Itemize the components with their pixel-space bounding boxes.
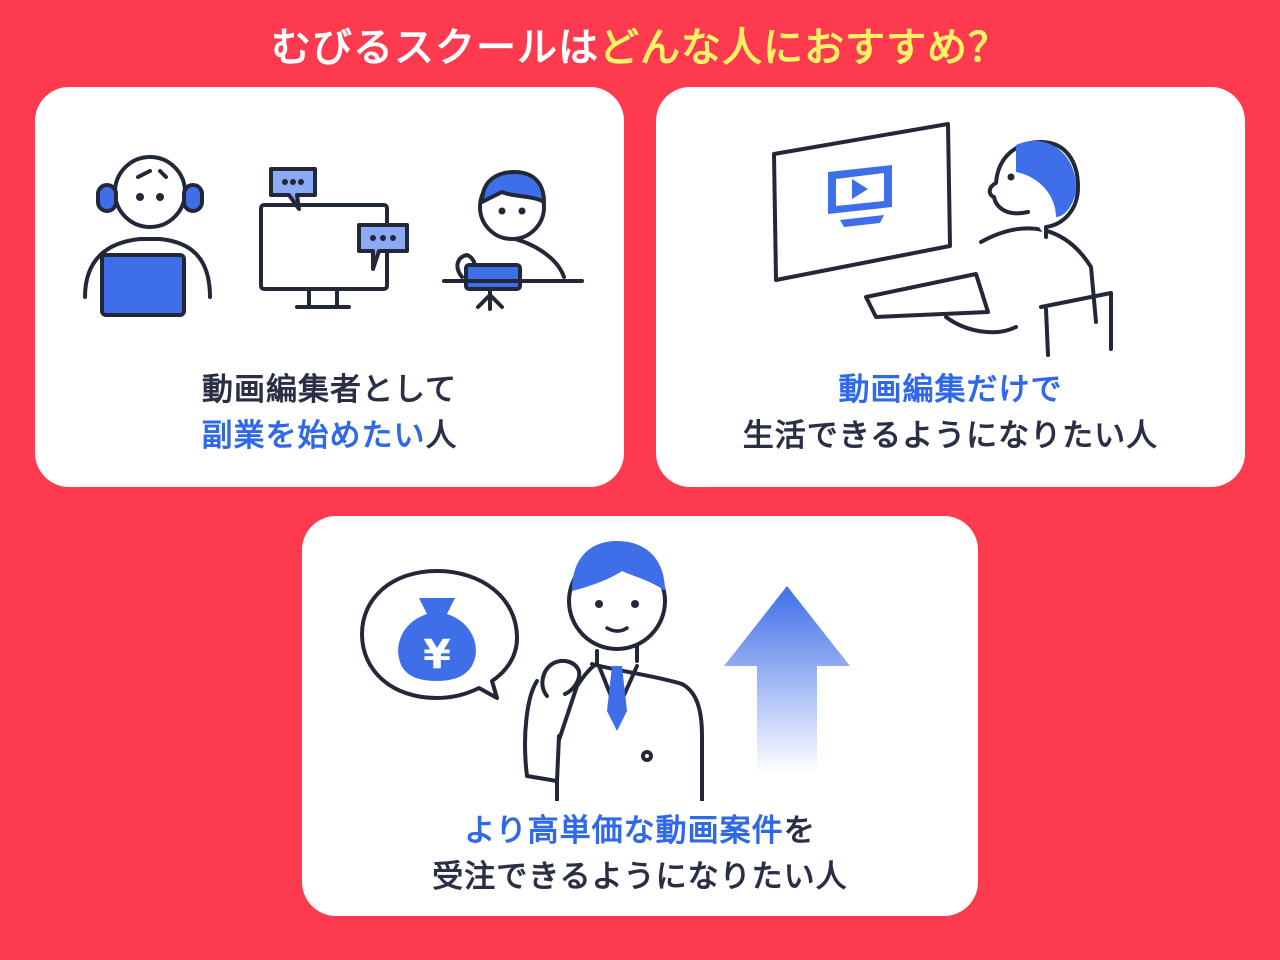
- person-headphones-laptop-icon: [83, 155, 212, 317]
- card-full-time: 動画編集だけで 生活できるようになりたい人: [656, 87, 1245, 487]
- businessman-fist-icon: [523, 541, 704, 801]
- card-3-caption: より高単価な動画案件を 受注できるようになりたい人: [302, 808, 978, 900]
- card-side-job: 動画編集者として 副業を始めたい人: [35, 87, 624, 487]
- card-high-value-jobs: ¥ より高単価な動画案件を 受注できるようになりたい人: [302, 516, 978, 916]
- card-3-highlight: より高単価な動画案件: [464, 813, 784, 849]
- card-2-highlight: 動画編集だけで: [838, 372, 1063, 408]
- yen-moneybag-speech-bubble-icon: ¥: [360, 569, 519, 700]
- card-1-highlight: 副業を始めたい: [201, 418, 426, 454]
- monitor-chat-bubbles-icon: [259, 167, 409, 309]
- person-camera-tripod-icon: [442, 170, 584, 311]
- title-part-2: どんな人におすすめ？: [599, 25, 1009, 71]
- card-1-caption: 動画編集者として 副業を始めたい人: [35, 367, 624, 459]
- card-3-line-2: 受注できるようになりたい人: [432, 859, 848, 895]
- up-arrow-icon: [724, 586, 850, 774]
- card-2-caption: 動画編集だけで 生活できるようになりたい人: [656, 367, 1245, 459]
- svg-text:¥: ¥: [423, 632, 451, 678]
- card-2-line-2: 生活できるようになりたい人: [742, 418, 1159, 454]
- card-3-line-1-rest: を: [783, 813, 816, 849]
- person-typing-video-monitor-icon: [772, 122, 1113, 357]
- card-1-line-1: 動画編集者として: [201, 372, 458, 408]
- page-title: むびるスクールはどんな人におすすめ？: [0, 22, 1280, 74]
- title-part-1: むびるスクールは: [271, 25, 599, 71]
- card-1-line-2-rest: 人: [425, 418, 458, 454]
